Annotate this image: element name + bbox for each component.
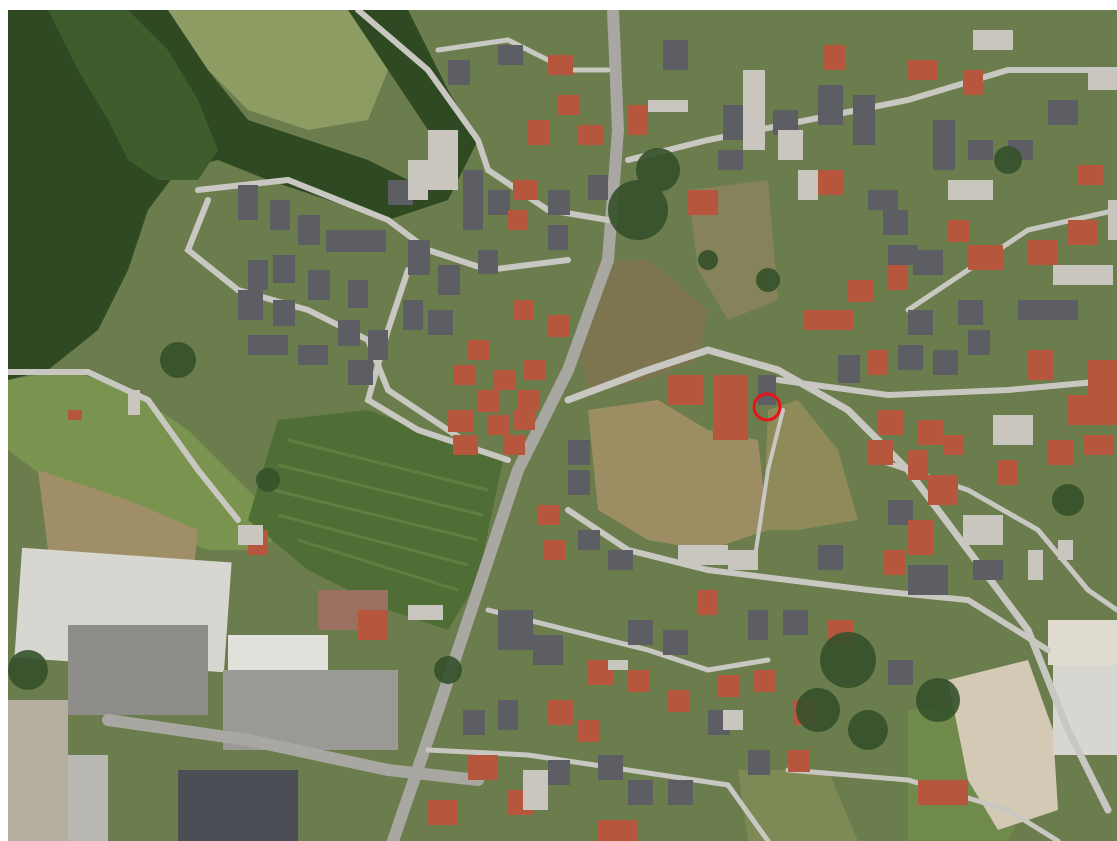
quarry-east xyxy=(1048,620,1117,665)
buildings-light xyxy=(128,30,1117,810)
crop-field xyxy=(248,410,503,630)
meadow-top xyxy=(168,10,388,130)
road-residential-1 xyxy=(195,176,571,274)
location-marker-circle[interactable] xyxy=(752,392,782,422)
road-north-3 xyxy=(435,37,611,73)
road-south-2 xyxy=(485,607,771,673)
map-canvas[interactable] xyxy=(8,10,1117,841)
forest-strip xyxy=(48,10,218,180)
east-field xyxy=(763,400,858,530)
road-residential-3 xyxy=(364,267,511,463)
meadow-bottom xyxy=(738,770,858,841)
road-east xyxy=(775,377,1117,399)
tree-clusters xyxy=(8,146,1084,750)
crop-stripes xyxy=(272,438,489,592)
road-south-3 xyxy=(425,747,771,841)
quarry xyxy=(948,660,1058,830)
parking-lot xyxy=(68,625,208,715)
aerial-map[interactable] xyxy=(8,10,1117,841)
dry-field xyxy=(38,470,198,575)
road-south-arterial xyxy=(102,714,484,786)
road-residential-2 xyxy=(184,197,481,453)
main-road xyxy=(387,10,625,841)
road-west xyxy=(8,369,241,523)
industrial-building-south xyxy=(178,770,298,841)
buildings-grey xyxy=(238,40,1078,805)
yard xyxy=(8,700,68,841)
path-field xyxy=(754,408,785,552)
